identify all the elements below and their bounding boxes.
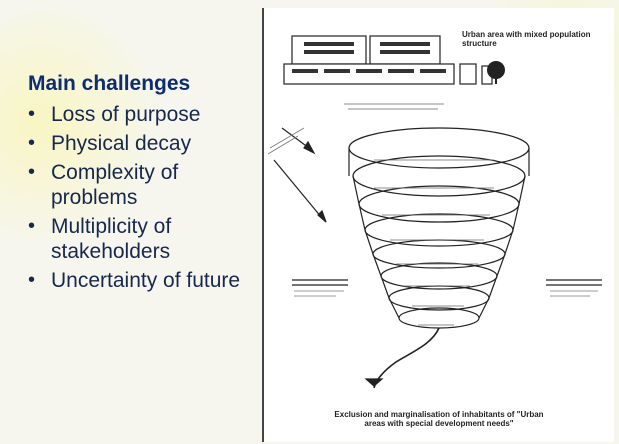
challenge-item: Multiplicity of stakeholders: [20, 214, 260, 264]
challenge-item: Physical decay: [20, 131, 260, 156]
side-arrows: [273, 127, 602, 387]
challenges-panel: Main challenges Loss of purpose Physical…: [20, 60, 260, 430]
building-windows: [292, 42, 446, 73]
side-fine-text-lines: [267, 127, 598, 297]
spiral-rings: [348, 127, 530, 389]
spiral-sides: [348, 148, 530, 319]
challenge-item: Uncertainty of future: [20, 268, 260, 293]
challenges-list: Loss of purpose Physical decay Complexit…: [20, 102, 260, 293]
building-base: [283, 63, 455, 85]
small-building: [459, 63, 477, 85]
challenge-item: Complexity of problems: [20, 160, 260, 210]
spiral-diagram: [267, 35, 602, 389]
figure-bottom-label: Exclusion and marginalisation of inhabit…: [334, 410, 544, 428]
buildings-illustration: [283, 35, 505, 85]
challenges-heading: Main challenges: [28, 72, 191, 95]
tree-icon: [487, 61, 505, 79]
spiral-fine-text-lines: [344, 103, 494, 326]
challenge-item: Loss of purpose: [20, 102, 260, 127]
figure-top-label: Urban area with mixed population structu…: [462, 30, 591, 48]
spiral-figure: Urban area with mixed population structu…: [262, 8, 614, 442]
